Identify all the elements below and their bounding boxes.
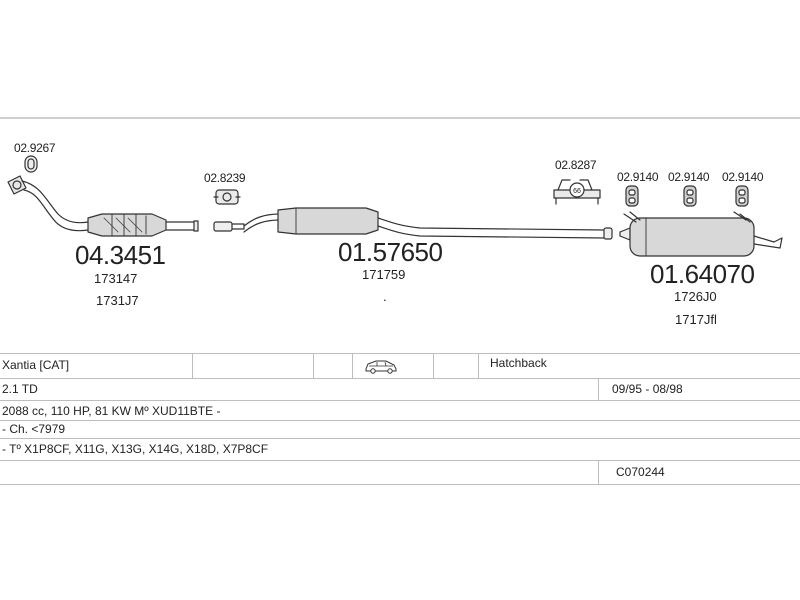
clamp-code-rear: 02.8287: [555, 158, 597, 172]
car-hatchback-icon: [365, 360, 397, 374]
table-divider: [478, 354, 479, 378]
body-type-cell: Hatchback: [490, 356, 547, 370]
table-divider: [598, 379, 599, 400]
table-divider: [598, 461, 599, 484]
front-pipe-catalyst: [7, 175, 199, 237]
hanger-code-1: 02.9140: [617, 170, 659, 184]
table-rule: [0, 400, 800, 401]
table-rule: [0, 438, 800, 439]
table-rule: [0, 460, 800, 461]
engine-cell: 2.1 TD: [2, 382, 38, 396]
rear-silencer: [619, 211, 783, 257]
middle-silencer-pipe: [243, 207, 613, 240]
table-divider: [192, 354, 193, 378]
clamp-nut-icon: [213, 189, 241, 205]
middle-silencer-ref-1: 171759: [362, 267, 406, 282]
spec-cell: 2088 cc, 110 HP, 81 KW Mº XUD11BTE -: [2, 404, 221, 418]
clamp-ring-icon: [24, 155, 38, 173]
rubber-hanger-icon: [683, 185, 697, 207]
front-pipe-ref-1: 173147: [94, 271, 138, 286]
hanger-code-3: 02.9140: [722, 170, 764, 184]
top-divider: [0, 117, 800, 119]
table-rule: [0, 484, 800, 485]
middle-silencer-number: 01.57650: [338, 237, 443, 267]
front-pipe-ref-2: 1731J7: [96, 293, 139, 308]
connector-sleeve: [213, 221, 245, 232]
catalog-code-cell: C070244: [616, 465, 665, 479]
model-cell: Xantia [CAT]: [2, 358, 70, 372]
table-divider: [433, 354, 434, 378]
table-divider: [352, 354, 353, 378]
dot-mark: .: [383, 289, 387, 304]
years-cell: 09/95 - 08/98: [612, 382, 683, 396]
chassis-cell: - Ch. <7979: [2, 422, 66, 436]
table-rule: [0, 353, 800, 354]
table-rule: [0, 420, 800, 421]
table-divider: [313, 354, 314, 378]
clamp-marker-label: 66: [573, 188, 581, 195]
rubber-hanger-icon: [625, 185, 639, 207]
saddle-clamp-icon: [553, 179, 601, 205]
rear-silencer-ref-2: 1717Jfl: [675, 312, 717, 327]
clamp-code-middle: 02.8239: [204, 171, 246, 185]
type-codes-cell: - Tº X1P8CF, X11G, X13G, X14G, X18D, X7P…: [2, 442, 269, 456]
hanger-code-2: 02.9140: [668, 170, 710, 184]
rubber-hanger-icon: [735, 185, 749, 207]
rear-silencer-ref-1: 1726J0: [674, 289, 717, 304]
table-rule: [0, 378, 800, 379]
clamp-code-left: 02.9267: [14, 141, 56, 155]
exhaust-system-diagram: 66: [7, 155, 783, 257]
rear-silencer-number: 01.64070: [650, 259, 755, 289]
front-pipe-number: 04.3451: [75, 240, 166, 270]
